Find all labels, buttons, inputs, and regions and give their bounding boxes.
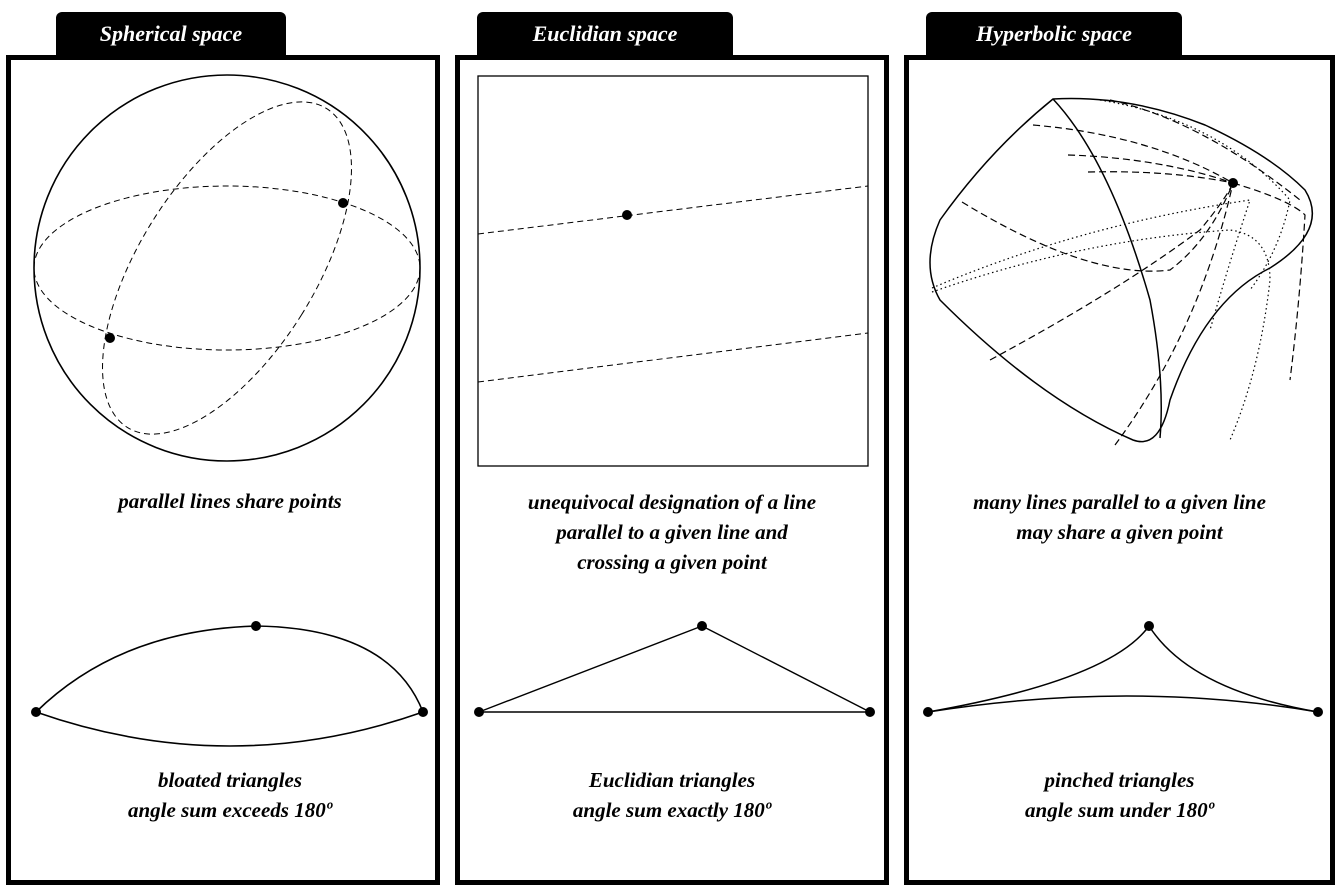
triangle-side (35, 711, 424, 747)
given-line (477, 332, 869, 383)
euclidian-caption: unequivocal designation of a line parall… (527, 490, 817, 574)
triangle-side (255, 625, 424, 713)
vertex-point (923, 707, 933, 717)
triangle-side (478, 625, 703, 713)
given-point (622, 210, 632, 220)
parallel-line (1109, 99, 1301, 201)
given-line (931, 229, 1271, 441)
panel-title: Euclidian space (532, 21, 678, 46)
saddle-figure (929, 97, 1314, 446)
vertex-point (251, 621, 261, 631)
sphere-equator (33, 185, 421, 351)
parallel-line (1232, 182, 1306, 381)
vertex-point (474, 707, 484, 717)
hyperbolic-triangle-caption: pinched triangles angle sum under 180º (1025, 768, 1214, 822)
parallel-line (477, 185, 869, 235)
triangle-side (701, 625, 871, 713)
tab-euclidian-space: Euclidian space (477, 12, 733, 56)
panel-euclidian (455, 55, 889, 885)
panel-hyperbolic (904, 55, 1335, 885)
bloated-triangle (31, 621, 428, 747)
euclidian-triangle (474, 621, 875, 717)
parallel-line (961, 182, 1234, 272)
vertex-point (1144, 621, 1154, 631)
triangle-side (1148, 625, 1319, 713)
plane-figure (477, 75, 869, 467)
saddle-outline (929, 97, 1314, 443)
tab-spherical-space: Spherical space (56, 12, 286, 56)
tab-hyperbolic-space: Hyperbolic space (926, 12, 1182, 56)
vertex-point (697, 621, 707, 631)
panel-title: Spherical space (99, 21, 243, 46)
spherical-triangle-caption: bloated triangles angle sum exceeds 180º (127, 768, 333, 822)
parallel-line (1067, 154, 1234, 184)
pinched-triangle (923, 621, 1323, 717)
triangle-side (927, 695, 1319, 713)
plane-outline (477, 75, 869, 467)
given-point (1228, 178, 1238, 188)
vertex-point (31, 707, 41, 717)
parallel-line (1032, 124, 1234, 184)
spherical-caption: parallel lines share points (118, 489, 342, 513)
euclidian-triangle-caption: Euclidian triangles angle sum exactly 18… (572, 768, 772, 822)
sphere-figure (33, 74, 421, 462)
great-circle-1 (102, 101, 352, 435)
hyperbolic-caption: many lines parallel to a given line may … (973, 490, 1266, 544)
saddle-ridge (1052, 98, 1162, 439)
vertex-point (1313, 707, 1323, 717)
triangle-side (927, 625, 1150, 713)
panel-title: Hyperbolic space (976, 21, 1132, 46)
given-line (1099, 99, 1291, 291)
intersection-point (105, 333, 115, 343)
parallel-line (1114, 182, 1234, 446)
parallel-line (1087, 171, 1234, 184)
vertex-point (418, 707, 428, 717)
intersection-point (338, 198, 348, 208)
parallel-line (989, 182, 1234, 361)
given-line (931, 199, 1251, 331)
vertex-point (865, 707, 875, 717)
triangle-side (35, 625, 257, 713)
